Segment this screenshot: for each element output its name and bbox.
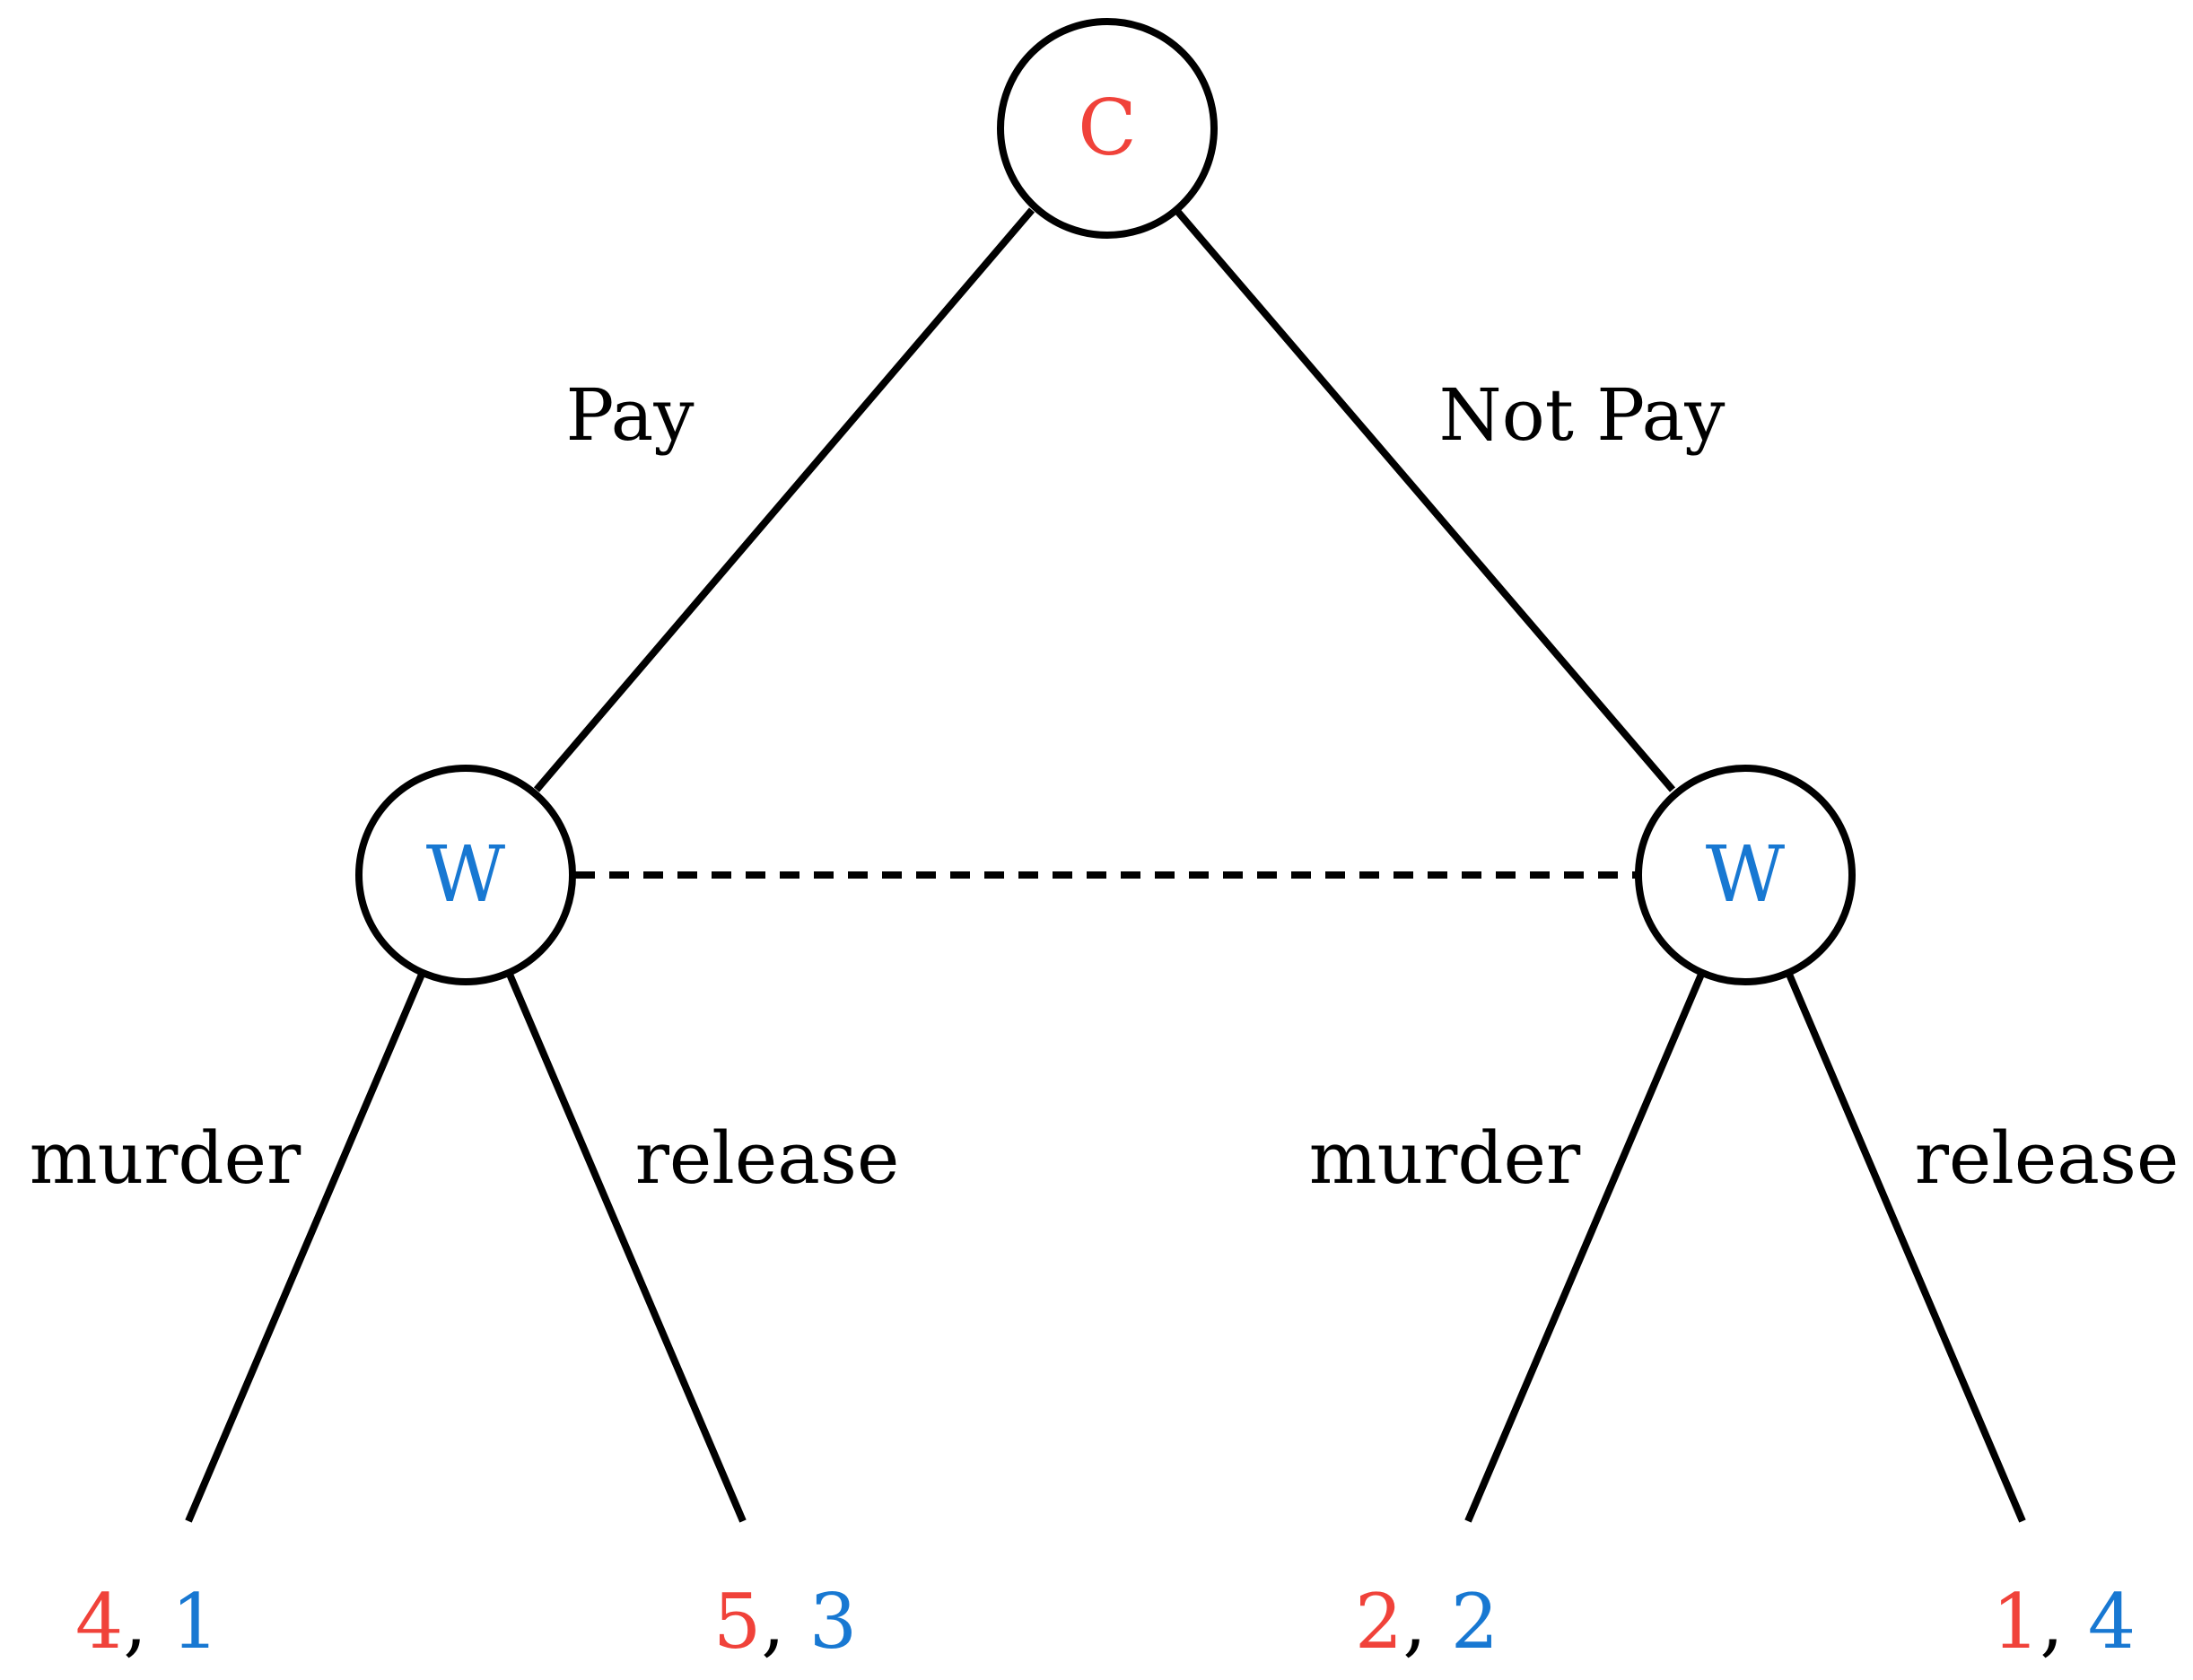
payoff-not-pay-release: 1, 4 [1992, 1578, 2136, 1666]
payoff-c-value: 1 [1992, 1578, 2040, 1666]
payoff-not-pay-murder: 2, 2 [1355, 1578, 1498, 1666]
payoff-c-value: 2 [1355, 1578, 1402, 1666]
branch-label-not-pay: Not Pay [1439, 373, 1726, 457]
root-node-circle [997, 18, 1218, 239]
left-w-node-player-label: W [426, 830, 506, 920]
edge-left-murder [185, 968, 427, 1523]
payoff-separator: , [761, 1578, 808, 1666]
payoff-separator: , [1402, 1578, 1450, 1666]
root-node: C [997, 18, 1218, 239]
edge-not-pay [1173, 207, 1676, 792]
branch-label-pay: Pay [565, 373, 694, 457]
root-node-player-label: C [1078, 83, 1137, 173]
payoff-c-value: 4 [75, 1578, 123, 1666]
edge-right-release [1784, 968, 2026, 1523]
edge-pay [533, 207, 1035, 792]
payoff-separator: , [123, 1578, 170, 1666]
payoff-w-value: 3 [809, 1578, 857, 1666]
left-w-node-circle [355, 765, 576, 985]
payoff-pay-murder: 4, 1 [75, 1578, 219, 1666]
payoff-c-value: 5 [713, 1578, 761, 1666]
right-w-node-player-label: W [1706, 830, 1786, 920]
branch-label-left-release: release [635, 1116, 900, 1200]
payoff-w-value: 4 [2088, 1578, 2136, 1666]
right-w-node: W [1635, 765, 1856, 985]
branch-label-right-murder: murder [1309, 1116, 1581, 1200]
branch-label-right-release: release [1915, 1116, 2180, 1200]
edge-left-release [504, 968, 747, 1523]
payoff-w-value: 2 [1451, 1578, 1498, 1666]
payoff-pay-release: 5, 3 [713, 1578, 857, 1666]
payoff-separator: , [2040, 1578, 2087, 1666]
right-w-node-circle [1635, 765, 1856, 985]
left-w-node: W [355, 765, 576, 985]
edge-right-murder [1464, 968, 1707, 1523]
payoff-w-value: 1 [171, 1578, 219, 1666]
branch-label-left-murder: murder [30, 1116, 301, 1200]
